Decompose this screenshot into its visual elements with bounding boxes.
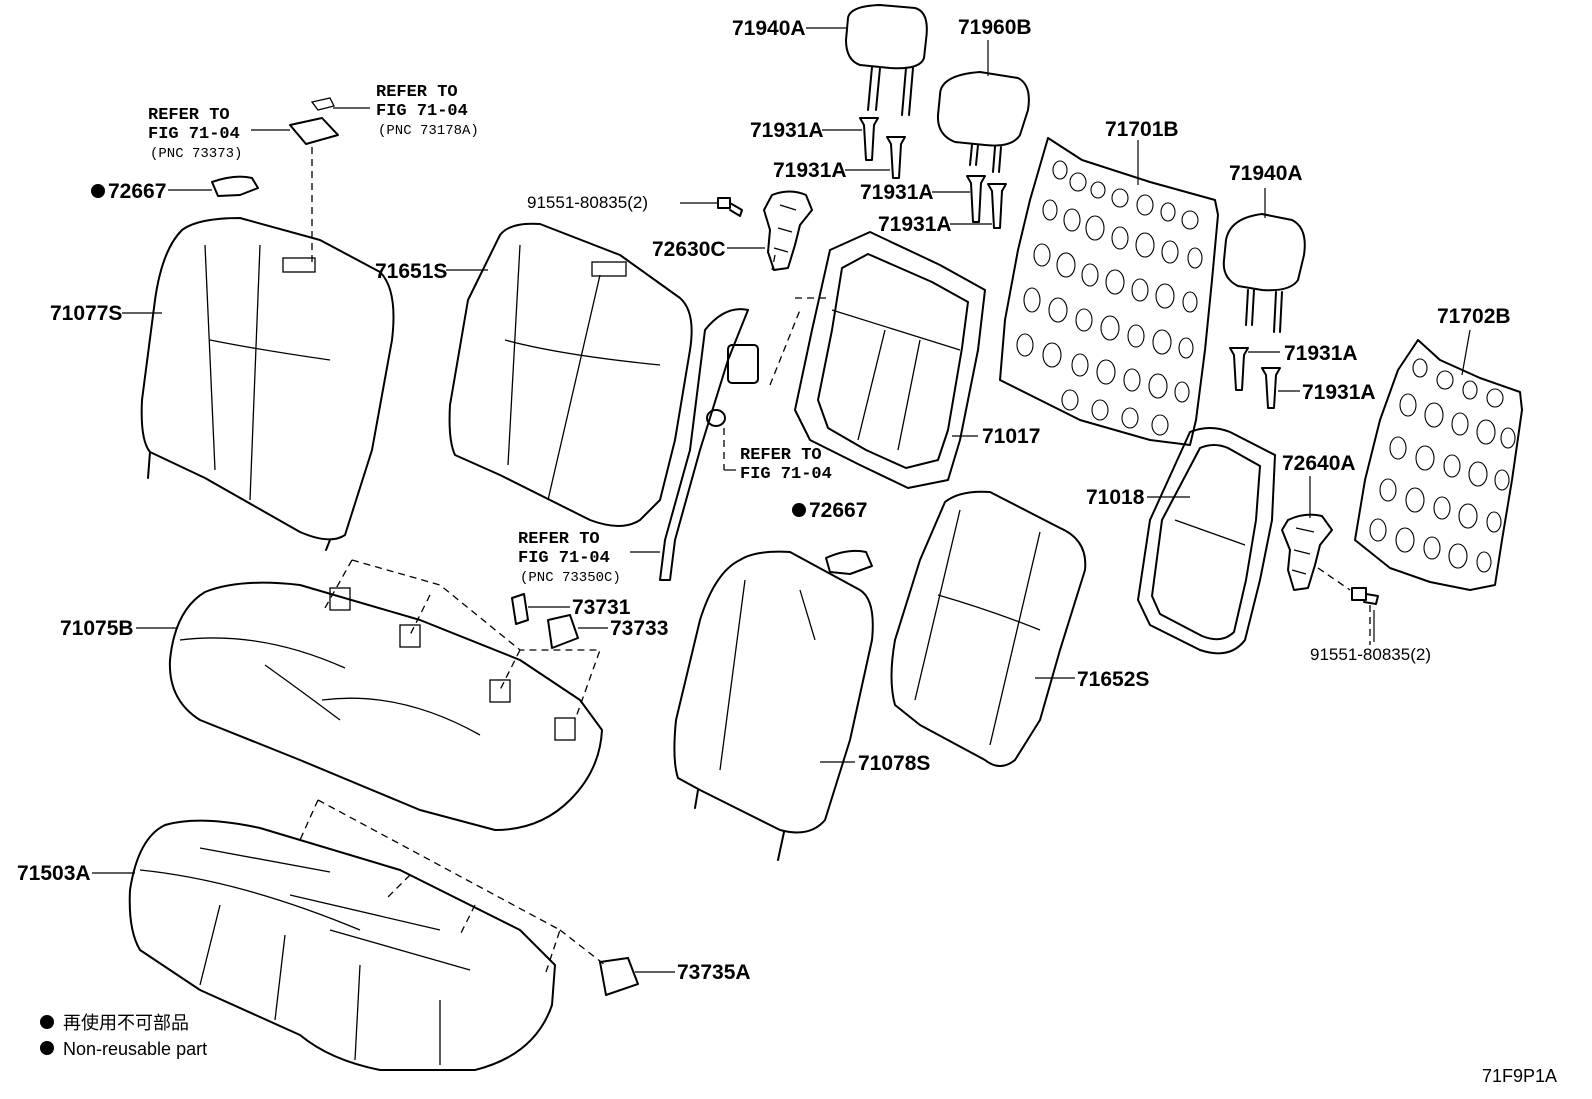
seatback-cover-71651S bbox=[448, 222, 693, 527]
clip-72667-mid bbox=[825, 549, 873, 575]
hinge-72640A bbox=[1281, 513, 1333, 591]
ref2-line2: FIG 71-04 bbox=[376, 102, 468, 121]
cover-piece-top-left bbox=[289, 97, 339, 145]
guide-71931A-6 bbox=[1261, 367, 1281, 409]
label-71077S: 71077S bbox=[50, 302, 122, 325]
headrest-71960B bbox=[936, 71, 1030, 173]
label-72667-left: 72667 bbox=[108, 180, 166, 203]
ref1-line2: FIG 71-04 bbox=[148, 125, 240, 144]
hook-73735A bbox=[599, 957, 639, 996]
headrest-71940A-right bbox=[1222, 213, 1306, 333]
label-71940A-right: 71940A bbox=[1229, 162, 1303, 185]
label-73733: 73733 bbox=[610, 617, 668, 640]
headrest-71940A-top bbox=[845, 4, 928, 116]
ref3-line2: FIG 71-04 bbox=[740, 465, 832, 484]
guide-71931A-4 bbox=[987, 183, 1007, 229]
hook-73733 bbox=[547, 614, 579, 649]
seatback-cover-71077S bbox=[140, 217, 395, 551]
legend-bullet-2 bbox=[40, 1041, 54, 1055]
seat-cushion-71075B bbox=[168, 581, 603, 831]
legend-jp: 再使用不可部品 bbox=[63, 1013, 189, 1034]
label-71017: 71017 bbox=[982, 425, 1040, 448]
seatback-frame-71017 bbox=[794, 231, 986, 489]
bolt-91551-right bbox=[1351, 587, 1379, 605]
label-71940A-top: 71940A bbox=[732, 17, 806, 40]
label-71651S: 71651S bbox=[375, 260, 447, 283]
label-71702B: 71702B bbox=[1437, 305, 1511, 328]
figure-code: 71F9P1A bbox=[1482, 1066, 1557, 1086]
hook-73731 bbox=[511, 593, 529, 625]
label-71503A: 71503A bbox=[17, 862, 91, 885]
non-reusable-bullet-72667-left bbox=[91, 184, 105, 198]
label-71960B: 71960B bbox=[958, 16, 1032, 39]
label-91551-right: 91551-80835(2) bbox=[1310, 645, 1431, 664]
seatback-board-71701B bbox=[999, 137, 1219, 446]
seatback-cover-71078S bbox=[673, 550, 874, 861]
guide-71931A-3 bbox=[966, 175, 986, 223]
ref4-line3: (PNC 73350C) bbox=[520, 570, 621, 586]
label-71931A-4: 71931A bbox=[878, 213, 952, 236]
label-71078S: 71078S bbox=[858, 752, 930, 775]
label-71018: 71018 bbox=[1086, 486, 1145, 509]
label-72667-mid: 72667 bbox=[809, 499, 867, 522]
label-71931A-2: 71931A bbox=[773, 159, 847, 182]
ref2-line1: REFER TO bbox=[376, 83, 458, 102]
label-71701B: 71701B bbox=[1105, 118, 1179, 141]
label-72640A: 72640A bbox=[1282, 452, 1356, 475]
ref1-line1: REFER TO bbox=[148, 106, 230, 125]
label-71652S: 71652S bbox=[1077, 668, 1149, 691]
ref4-line1: REFER TO bbox=[518, 530, 600, 549]
ref4-line2: FIG 71-04 bbox=[518, 549, 610, 568]
bolt-91551-top bbox=[717, 197, 743, 217]
guide-71931A-1 bbox=[859, 117, 879, 161]
ref3-line1: REFER TO bbox=[740, 446, 822, 465]
legend-bullet-1 bbox=[40, 1015, 54, 1029]
clip-72667-left bbox=[211, 175, 259, 197]
ref1-line3: (PNC 73373) bbox=[150, 146, 242, 162]
label-71931A-5: 71931A bbox=[1284, 342, 1358, 365]
label-73735A: 73735A bbox=[677, 961, 751, 984]
seatback-frame-71018 bbox=[1137, 427, 1276, 655]
label-71931A-1: 71931A bbox=[750, 119, 824, 142]
label-91551-top: 91551-80835(2) bbox=[527, 193, 648, 212]
seat-pad-71503A bbox=[128, 819, 556, 1071]
hinge-72630C bbox=[763, 190, 813, 271]
label-71931A-6: 71931A bbox=[1302, 381, 1376, 404]
label-71931A-3: 71931A bbox=[860, 181, 934, 204]
guide-71931A-2 bbox=[886, 136, 906, 179]
seatback-board-71702B bbox=[1354, 339, 1523, 591]
non-reusable-bullet-72667-mid bbox=[792, 503, 806, 517]
ref2-line3: (PNC 73178A) bbox=[378, 123, 479, 139]
seatback-cover-71652S bbox=[890, 490, 1087, 767]
label-72630C: 72630C bbox=[652, 238, 726, 261]
seat-belt-strip bbox=[659, 308, 759, 581]
legend-en: Non-reusable part bbox=[63, 1039, 207, 1059]
guide-71931A-5 bbox=[1229, 347, 1249, 391]
label-73731: 73731 bbox=[572, 596, 631, 619]
label-71075B: 71075B bbox=[60, 617, 134, 640]
leader-lines bbox=[92, 27, 1471, 973]
